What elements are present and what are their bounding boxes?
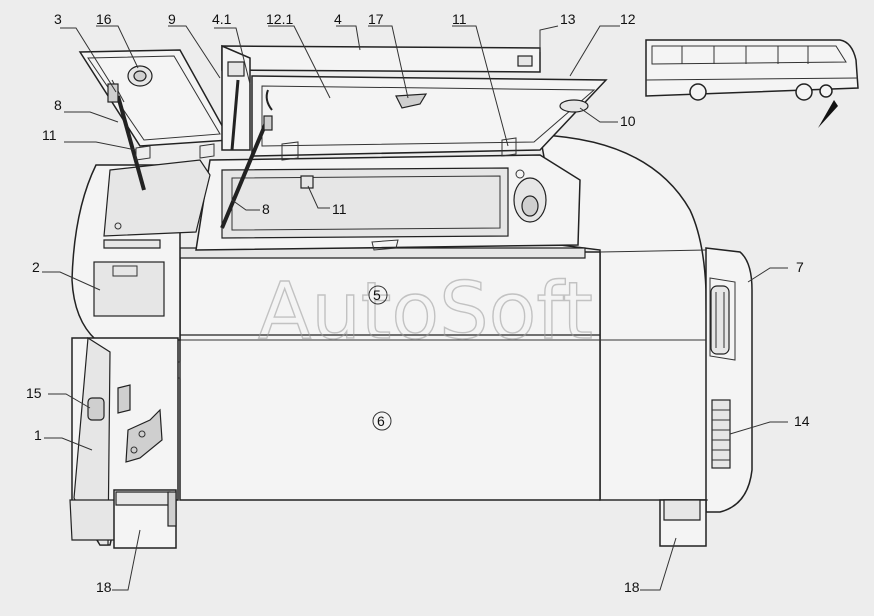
callout-18-left: 18	[96, 579, 112, 595]
callout-11-top: 11	[452, 11, 467, 27]
callout-4: 4	[334, 11, 342, 27]
callout-3: 3	[54, 11, 62, 27]
lid-4	[221, 44, 541, 151]
bus-inset	[645, 39, 859, 128]
callout-16: 16	[96, 11, 112, 27]
callout-8-center: 8	[262, 201, 270, 217]
callout-labels: 3 16 9 4.1 12.1 4 17 11 13 12 8 11 10 8 …	[26, 11, 810, 595]
callout-9: 9	[168, 11, 176, 27]
leader-lines	[42, 25, 788, 591]
watermark: AutoSoft	[258, 267, 593, 357]
circled-labels	[368, 285, 392, 431]
callout-7: 7	[796, 259, 804, 275]
callout-6: 6	[377, 413, 385, 429]
callout-17: 17	[368, 11, 384, 27]
top-compartment	[103, 154, 581, 251]
callout-11-left: 11	[42, 127, 57, 143]
main-compartment-body	[69, 134, 753, 546]
callout-2: 2	[32, 259, 40, 275]
callout-4-1: 4.1	[212, 11, 232, 27]
lid-12	[220, 75, 608, 229]
callout-13: 13	[560, 11, 576, 27]
callout-5: 5	[373, 287, 381, 303]
callout-14: 14	[794, 413, 810, 429]
callout-12: 12	[620, 11, 636, 27]
lid-3	[78, 49, 232, 191]
callout-12-1: 12.1	[266, 11, 293, 27]
callout-8-left: 8	[54, 97, 62, 113]
callout-11-center: 11	[332, 201, 347, 217]
callout-18-right: 18	[624, 579, 640, 595]
callout-1: 1	[34, 427, 42, 443]
feet	[113, 489, 707, 549]
callout-15: 15	[26, 385, 42, 401]
callout-10: 10	[620, 113, 636, 129]
